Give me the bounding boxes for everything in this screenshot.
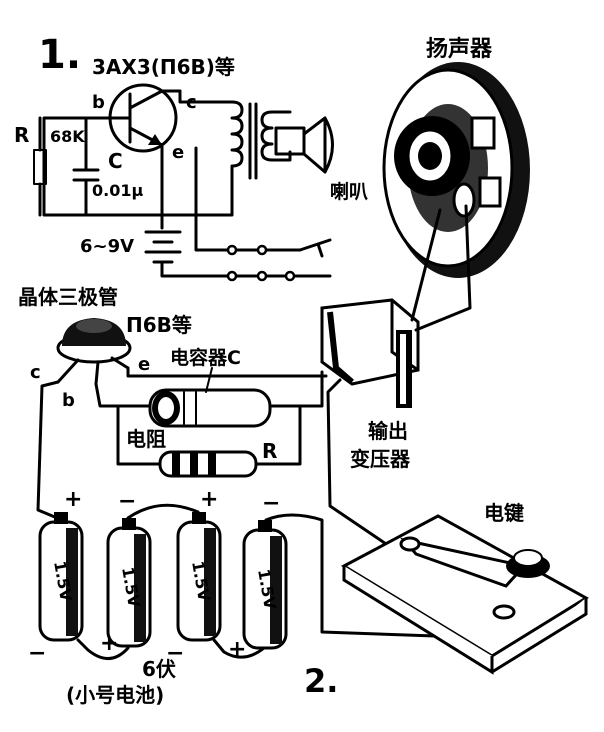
transformer-label-line2: 变压器 [350,447,411,471]
output-transformer-drawing [320,298,420,408]
figure-2-number: 2. [304,662,338,700]
cell-2-minus: − [118,489,136,514]
figure-1-number: 1. [38,32,81,78]
schematic-resistor-letter: R [14,123,29,147]
battery-total-label: 6伏 [142,657,176,681]
horn-speaker-icon [274,116,334,174]
schematic-battery-label: 6~9V [80,236,134,257]
capacitor-label: 电容器C [170,346,241,369]
cell-2-plus: + [100,631,118,656]
battery-cell-1: 1.5V [38,512,84,642]
cell-1-minus: − [28,641,46,666]
schematic-resistor-value: 68K [50,127,85,146]
loudspeaker-drawing [382,62,530,278]
transistor-subtitle: П6В等 [126,313,192,337]
schematic-pin-b: b [92,92,105,113]
transistor-pin-b: b [62,390,75,411]
cell-1-plus: + [64,487,82,512]
cell-3-minus: − [166,641,184,666]
schematic-battery [144,230,182,264]
transformer-label-line1: 输出 [368,419,408,443]
telegraph-key-drawing [340,514,589,675]
figure-2-pictorial: 扬声器 输出 变压器 晶体三极管 П6В等 c e b [18,37,589,707]
capacitor-drawing [148,388,272,428]
transistor-symbol [78,83,182,197]
battery-cell-4: 1.5V [242,520,288,650]
transistor-title: 晶体三极管 [18,285,118,309]
transistor-can-drawing [56,318,132,386]
schematic-pin-e: e [172,142,184,163]
cell-4-minus: − [262,491,280,516]
speaker-label: 扬声器 [426,37,493,62]
schematic-capacitor-value: 0.01μ [92,181,143,200]
battery-cell-3: 1.5V [176,512,222,642]
schematic-capacitor-letter: C [108,149,123,173]
cell-3-plus: + [200,487,218,512]
battery-note-label: (小号电池) [66,683,164,707]
resistor-drawing [158,450,258,478]
horn-label: 喇叭 [330,181,368,203]
figure-1-schematic: 1. 3AX3(П6В)等 b c e [14,32,368,282]
resistor-label: 电阻 [126,427,166,451]
resistor-letter: R [262,439,277,463]
battery-cell-2: 1.5V [106,518,152,648]
key-label: 电键 [484,501,524,525]
transistor-pin-e: e [138,354,150,375]
transistor-pin-c: c [30,362,41,383]
transistor-model-label: 3AX3(П6В)等 [92,55,235,79]
